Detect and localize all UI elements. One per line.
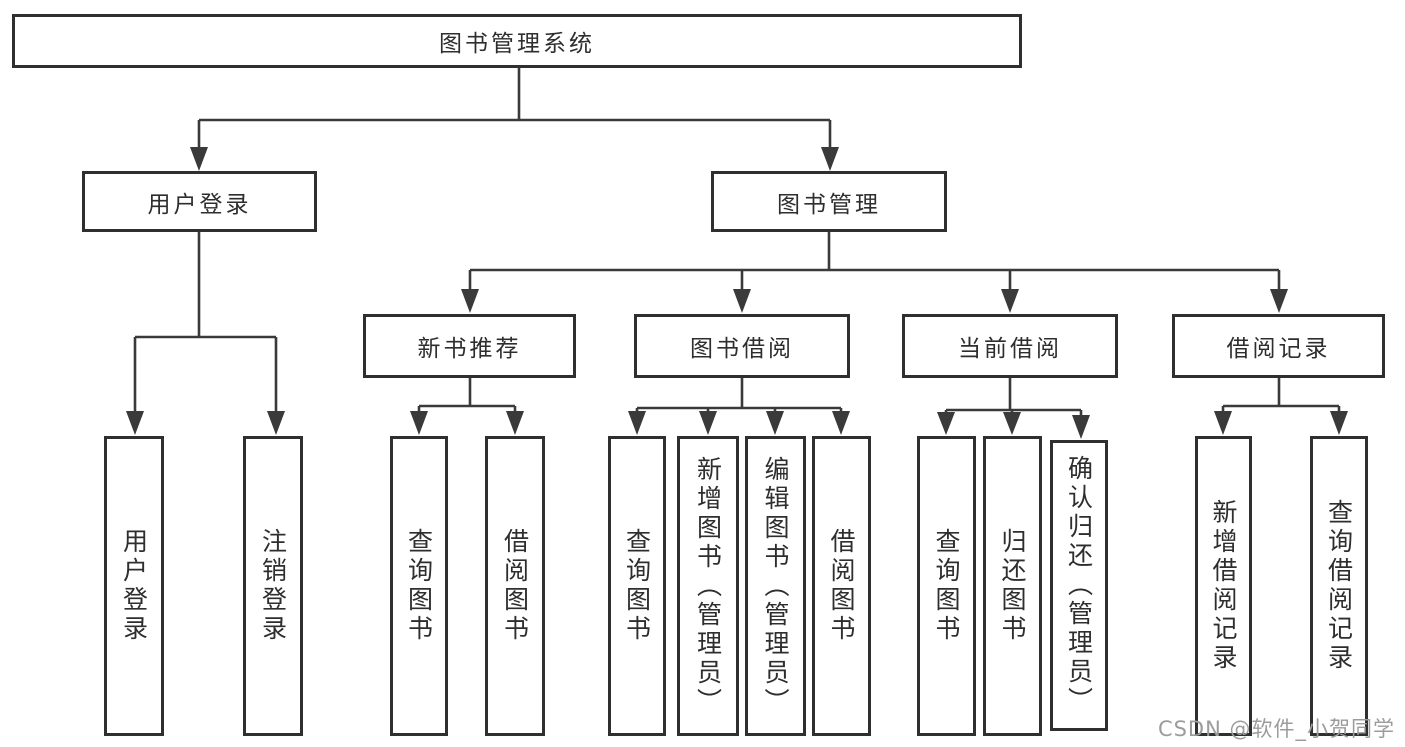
node-user-login-label: 用户登录 [147, 191, 252, 218]
arrowhead-icon [766, 411, 784, 435]
leaf-user-login: 用户登录 [104, 436, 164, 736]
leaf-query-books-recommend-label: 查询图书 [404, 528, 434, 644]
node-book-borrow-label: 图书借阅 [690, 336, 794, 362]
arrowhead-icon [1001, 289, 1019, 313]
connector-user-login-children [126, 232, 285, 435]
arrowhead-icon [832, 411, 850, 435]
leaf-borrow-books-label: 借阅图书 [827, 528, 856, 644]
arrowhead-icon [699, 411, 717, 435]
node-book-management-label: 图书管理 [777, 191, 881, 218]
arrowhead-icon [126, 411, 144, 435]
connector-book-management-children [461, 232, 1288, 313]
leaf-confirm-return-admin: 确认归还（管理员） [1050, 440, 1108, 731]
connector-current-borrow-children [937, 378, 1090, 439]
arrowhead-icon [1270, 289, 1288, 313]
leaf-query-borrow-record-label: 查询借阅记录 [1324, 499, 1354, 673]
leaf-borrow-books-recommend: 借阅图书 [485, 436, 545, 736]
leaf-user-login-label: 用户登录 [119, 528, 149, 644]
arrowhead-icon [461, 289, 479, 313]
leaf-query-books-borrow: 查询图书 [608, 436, 666, 736]
node-current-borrow-label: 当前借阅 [958, 336, 1062, 362]
arrowhead-icon [937, 412, 955, 435]
leaf-borrow-books: 借阅图书 [812, 436, 871, 736]
arrowhead-icon [1072, 415, 1090, 439]
arrowhead-icon [506, 411, 524, 435]
node-user-login: 用户登录 [82, 171, 317, 232]
connector-book-borrow-children [628, 378, 850, 435]
node-borrow-records-label: 借阅记录 [1226, 336, 1331, 362]
leaf-query-books-recommend: 查询图书 [390, 436, 448, 736]
watermark-text: CSDN @软件_小贺同学 [1157, 717, 1395, 741]
connector-new-book-recommend-children [410, 378, 524, 435]
leaf-query-books-current-label: 查询图书 [932, 528, 961, 644]
arrowhead-icon [267, 411, 285, 435]
leaf-confirm-return-admin-label: 确认归还（管理员） [1064, 455, 1094, 716]
leaf-add-borrow-record-label: 新增借阅记录 [1209, 499, 1238, 673]
arrowhead-icon [190, 147, 208, 171]
leaf-query-borrow-record: 查询借阅记录 [1310, 436, 1368, 736]
arrowhead-icon [1214, 411, 1232, 435]
node-new-book-recommend: 新书推荐 [363, 314, 576, 378]
leaf-query-books-borrow-label: 查询图书 [622, 528, 652, 644]
leaf-query-books-current: 查询图书 [917, 436, 976, 736]
leaf-logout: 注销登录 [243, 436, 303, 736]
arrowhead-icon [733, 289, 751, 313]
leaf-add-books-admin: 新增图书（管理员） [677, 436, 739, 736]
node-book-borrow: 图书借阅 [634, 314, 850, 378]
node-borrow-records: 借阅记录 [1172, 314, 1385, 378]
node-root: 图书管理系统 [12, 14, 1022, 68]
leaf-borrow-books-recommend-label: 借阅图书 [500, 528, 530, 644]
leaf-return-books-label: 归还图书 [998, 528, 1027, 644]
connector-root-to-level2 [190, 68, 839, 171]
leaf-edit-books-admin: 编辑图书（管理员） [745, 436, 806, 736]
arrowhead-icon [1330, 411, 1348, 435]
arrowhead-icon [410, 411, 428, 435]
node-root-label: 图书管理系统 [439, 31, 595, 57]
leaf-return-books: 归还图书 [983, 436, 1042, 736]
leaf-edit-books-admin-label: 编辑图书（管理员） [761, 455, 790, 717]
leaf-add-borrow-record: 新增借阅记录 [1195, 436, 1252, 736]
node-book-management: 图书管理 [711, 171, 947, 232]
arrowhead-icon [821, 147, 839, 171]
arrowhead-icon [628, 411, 646, 435]
arrowhead-icon [1003, 412, 1021, 435]
node-new-book-recommend-label: 新书推荐 [417, 336, 522, 362]
connector-borrow-records-children [1214, 378, 1348, 435]
leaf-add-books-admin-label: 新增图书（管理员） [693, 455, 723, 717]
leaf-logout-label: 注销登录 [258, 528, 288, 644]
node-current-borrow: 当前借阅 [902, 314, 1118, 378]
